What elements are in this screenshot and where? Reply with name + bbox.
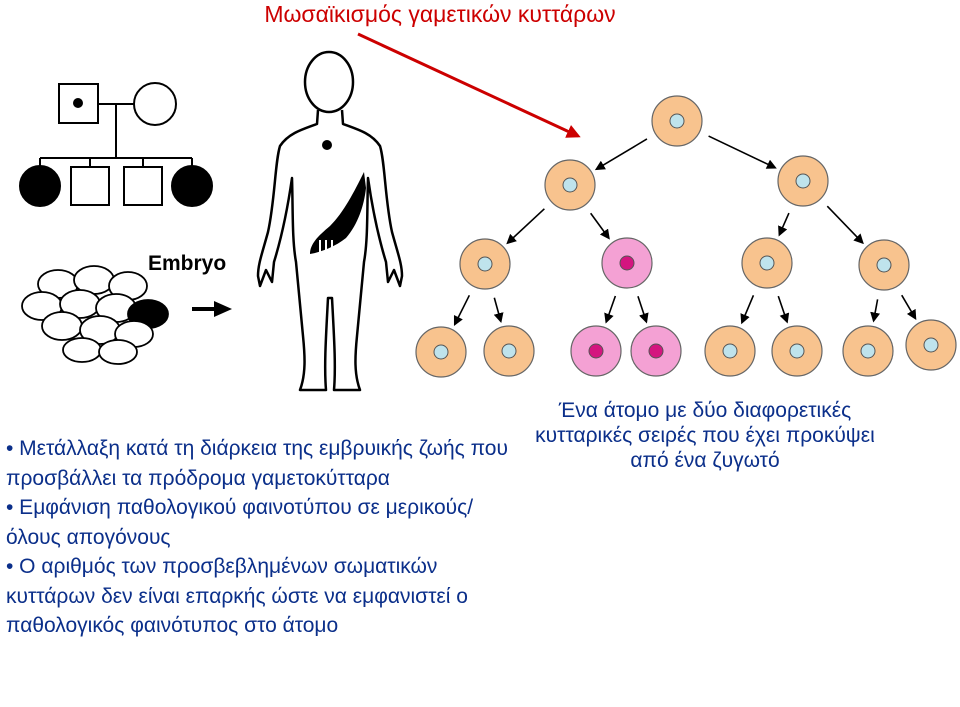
bullet-item: • Ο αριθμός των προσβεβλημένων σωματικών… xyxy=(6,555,468,637)
normal-cell xyxy=(741,237,793,289)
cell-nucleus xyxy=(759,255,775,271)
page-title: Μωσαϊκισμός γαμετικών κυττάρων xyxy=(264,1,616,27)
cell-nucleus xyxy=(722,343,738,359)
normal-cell xyxy=(544,159,596,211)
lineage-arrow xyxy=(453,294,471,327)
normal-cell xyxy=(858,239,910,291)
human-body-outline xyxy=(256,50,404,392)
pedigree-affected-daughter xyxy=(171,165,213,207)
normal-cell xyxy=(905,319,957,371)
bullet-item: • Μετάλλαξη κατά τη διάρκεια της εμβρυικ… xyxy=(6,437,508,490)
cell-nucleus xyxy=(501,343,517,359)
gonad-symbol xyxy=(317,240,335,262)
lineage-arrow xyxy=(740,294,755,325)
bullet-list: • Μετάλλαξη κατά τη διάρκεια της εμβρυικ… xyxy=(6,434,526,641)
cell-nucleus xyxy=(923,337,939,353)
lineage-arrow xyxy=(777,295,790,324)
body-affected-region xyxy=(310,172,366,254)
embryo-arrow xyxy=(192,301,232,317)
lineage-arrows xyxy=(453,135,917,327)
title-pointer-arrow xyxy=(357,32,581,138)
cell-nucleus xyxy=(860,343,876,359)
cell-nucleus xyxy=(433,344,449,360)
lineage-arrow xyxy=(870,299,881,323)
cell-nucleus xyxy=(588,343,604,359)
cell-lines-caption: Ένα άτομο με δύο διαφορετικές κυτταρικές… xyxy=(535,399,875,472)
lineage-arrow xyxy=(506,208,545,245)
pedigree-carrier-dot xyxy=(73,98,83,108)
cell-nucleus xyxy=(669,113,685,129)
embryo-cell xyxy=(62,337,102,363)
lineage-arrow xyxy=(604,295,617,324)
lineage-arrow xyxy=(826,205,864,245)
normal-cell xyxy=(777,155,829,207)
cell-nucleus xyxy=(477,256,493,272)
pedigree-son-square xyxy=(70,166,110,206)
normal-cell xyxy=(651,95,703,147)
embryo-cell xyxy=(98,339,138,365)
mutant-cell xyxy=(570,325,622,377)
cell-nucleus xyxy=(876,257,892,273)
pedigree-son-square xyxy=(123,166,163,206)
normal-cell xyxy=(483,325,535,377)
embryo-label: Embryo xyxy=(148,252,226,275)
lineage-arrow xyxy=(637,295,649,324)
embryo-cluster xyxy=(21,265,169,365)
normal-cell xyxy=(704,325,756,377)
body-silhouette xyxy=(256,109,404,392)
lineage-arrow xyxy=(778,212,790,237)
lineage-arrow xyxy=(594,138,648,171)
pedigree-affected-daughter xyxy=(19,165,61,207)
cell-nucleus xyxy=(619,255,635,271)
cell-lineage-tree xyxy=(415,95,957,378)
mutant-cell xyxy=(630,325,682,377)
lineage-arrow xyxy=(493,297,504,324)
normal-cell xyxy=(459,238,511,290)
normal-cell xyxy=(771,325,823,377)
embryo-cell xyxy=(41,311,83,341)
mutant-cell xyxy=(601,237,653,289)
normal-cell xyxy=(415,326,467,378)
body-mutation-spot xyxy=(322,140,332,150)
body-head xyxy=(303,50,355,114)
cell-nucleus xyxy=(795,173,811,189)
lineage-arrow xyxy=(590,212,610,240)
bullet-item: • Εμφάνιση παθολογικού φαινοτύπου σε μερ… xyxy=(6,496,474,549)
lineage-arrow xyxy=(708,135,777,169)
mosaicism-illustration: Embryo xyxy=(19,32,957,392)
cell-nucleus xyxy=(562,177,578,193)
normal-cell xyxy=(842,325,894,377)
cell-nucleus xyxy=(789,343,805,359)
lineage-arrow xyxy=(901,294,917,320)
pedigree-chart xyxy=(19,82,213,207)
cell-nucleus xyxy=(648,343,664,359)
pedigree-mother-circle xyxy=(133,82,177,126)
